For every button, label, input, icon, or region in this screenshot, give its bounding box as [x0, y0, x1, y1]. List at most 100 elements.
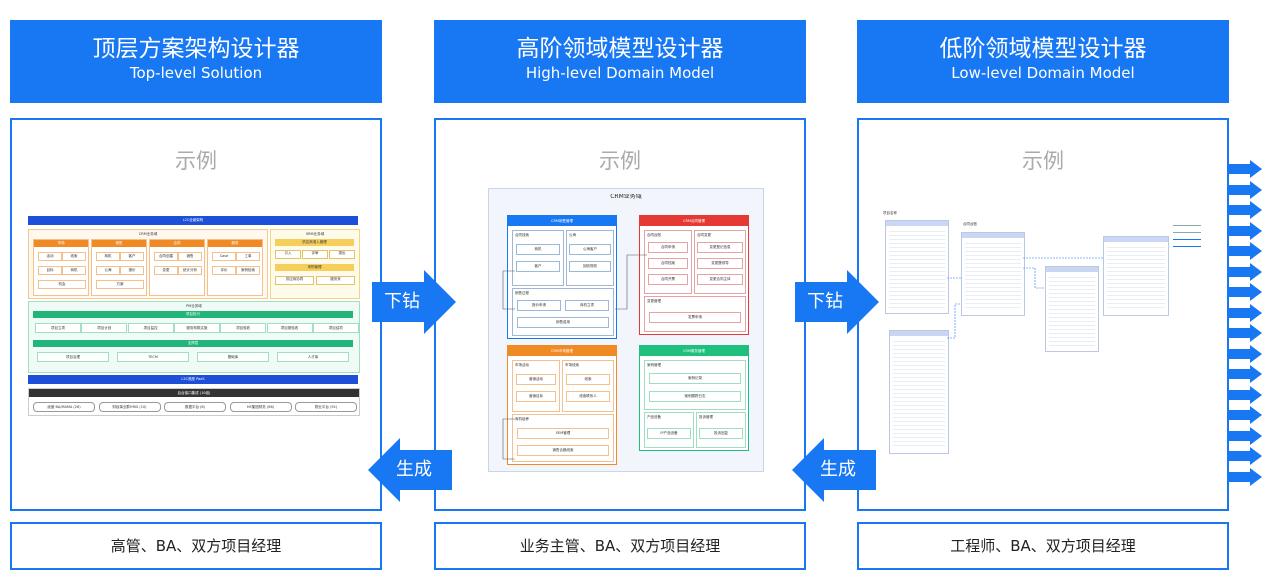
infra-item: 数据平台 (8): [164, 402, 226, 412]
sales-item-1: 公海客户: [569, 244, 611, 255]
pm-area: PM业务域 项目执行 项目立项项目计划项目监控服务构筑实施项目验收项目报验收项目…: [28, 301, 360, 373]
example-label: 示例: [175, 149, 217, 173]
header-title-en: Top-level Solution: [129, 64, 263, 82]
crm-box-0: 市场活动线索目标商机机会: [33, 239, 89, 296]
right-chevron-stack: [1228, 160, 1264, 490]
contract-item3: 发票申请: [649, 312, 741, 323]
drill-down-label: 下钻: [807, 291, 843, 312]
chevron-arrow-icon: [1228, 406, 1262, 424]
service-title: CRM服务管理: [640, 346, 748, 356]
crm-box-title: 合同: [150, 240, 204, 247]
crm-box-item: 统计分析: [178, 266, 202, 275]
pm-support-item: 项目治理: [37, 352, 109, 362]
header-title-en: Low-level Domain Model: [951, 64, 1135, 82]
crm-box-item: Case: [212, 252, 236, 261]
market-g2-title: 市场线索: [565, 363, 579, 367]
crm-box-item: 合同创建: [154, 252, 178, 261]
service-g2-title: 产品设备: [647, 415, 661, 419]
market-item-2: 营销目标: [516, 391, 556, 402]
infra-item: HE集团财务 (66): [229, 402, 292, 412]
crm-box-item: 活动: [38, 252, 62, 261]
contract-item: 变更登记信息: [697, 242, 743, 253]
right-arrow-icon: [795, 270, 879, 334]
srm-area: SRM业务域 供应商准入管理 引入 评审 退出 采购管理 供应商协同 服务采: [270, 229, 360, 299]
pm-bar1: 项目执行: [33, 311, 353, 318]
pm-step: 项目结项: [312, 323, 359, 333]
pm-step: 项目验收: [220, 323, 267, 333]
footer-audience-3: 工程师、BA、双方项目经理: [857, 522, 1229, 570]
crm-box-item: 公海: [96, 266, 120, 275]
market-g3-title: 商机培养: [515, 417, 529, 421]
footer-audience-2: 业务主管、BA、双方项目经理: [434, 522, 806, 570]
header-top-level: 顶层方案架构设计器 Top-level Solution: [10, 20, 382, 103]
service-g3: 投诉管理: [696, 412, 746, 448]
market-g1: 市场活动: [512, 360, 560, 412]
pm-step: 项目立项: [35, 323, 81, 333]
pm-bar2: 支撑层: [33, 340, 353, 347]
pm-support-item: 人才库: [277, 352, 349, 362]
crm-contract: CRM合同管理 合同台账 合同变更 合同申请变更登记信息合同档案变更履领导合同开…: [639, 215, 749, 335]
service-g2: 产品设备: [644, 412, 694, 448]
contract-title: CRM合同管理: [640, 216, 748, 226]
sales-item-2: 客户: [516, 261, 560, 272]
sales-item2-0: 报价申请: [517, 300, 561, 311]
contract-g3-title: 变更管理: [647, 299, 661, 303]
market-item-1: 线索: [566, 374, 610, 385]
contract-item: 合同开票: [648, 274, 688, 285]
crm-box-title: 销售: [92, 240, 146, 247]
header-title-zh: 高阶领域模型设计器: [516, 36, 724, 62]
top-level-diagram: L2C全景架构 CRM业务域 市场活动线索目标商机机会销售商机客户公海报价方案合…: [28, 216, 360, 416]
header-low-level: 低阶领域模型设计器 Low-level Domain Model: [857, 20, 1229, 103]
crm-box-item: 客户: [120, 252, 144, 261]
market-item2-0: SEM管理: [517, 428, 609, 439]
service-g1: 案例管理: [644, 360, 746, 410]
crm-box-item: 商机: [62, 266, 86, 275]
contract-g2-title: 合同变更: [697, 233, 711, 237]
chevron-arrow-icon: [1228, 426, 1262, 445]
low-level-diagram: 项目名称 合同台账: [875, 208, 1205, 458]
chevron-arrow-icon: [1228, 365, 1262, 383]
ltc-bar: L2C底座 PaaS: [28, 375, 358, 384]
market-title: CRM市场管理: [508, 346, 616, 356]
crm-box-item: 目标: [38, 266, 62, 275]
sales-item-0: 商机: [516, 244, 560, 255]
sales-g1-title: 合同线索: [515, 233, 529, 237]
chevron-arrow-icon: [1228, 160, 1262, 178]
header-high-level: 高阶领域模型设计器 High-level Domain Model: [434, 20, 806, 103]
example-label: 示例: [1022, 149, 1064, 173]
chevron-arrow-icon: [1228, 467, 1262, 486]
pm-step: 项目计划: [81, 323, 128, 333]
infra-area: 后台接口集成 (10组) 经营 BA/MAMA (26)财经事业群HRIS (1…: [28, 388, 360, 416]
contract-item: 变更履领导: [697, 258, 743, 269]
crm-service: CRM服务管理 案例管理 案例记录 案例跟踪日志 产品设备 投诉管理 IP产品设…: [639, 345, 749, 451]
market-g1-title: 市场活动: [515, 363, 529, 367]
sales-item-3: 回收规则: [569, 261, 611, 272]
right-arrow-icon: [372, 270, 456, 334]
chevron-arrow-icon: [1228, 283, 1262, 301]
crm-box-title: 服务: [208, 240, 262, 247]
crm-box-item: 案例检索: [236, 266, 260, 275]
sales-g1: 合同线索: [512, 230, 564, 286]
entity-table-4: [1103, 236, 1169, 316]
sales-item2-1: 商机立项: [565, 300, 609, 311]
generate-label: 生成: [396, 459, 432, 480]
crm-area-title: CRM业务域: [138, 232, 158, 236]
low-tab2: 合同台账: [963, 222, 977, 226]
chevron-arrow-icon: [1228, 201, 1262, 219]
chevron-arrow-icon: [1228, 221, 1262, 240]
header-title-zh: 低阶领域模型设计器: [939, 36, 1147, 62]
chevron-arrow-icon: [1228, 180, 1262, 199]
left-arrow-icon: [792, 438, 876, 502]
contract-item: 变更合同主体: [697, 274, 743, 285]
service-g1-title: 案例管理: [647, 363, 661, 367]
panel-top-level: 示例 L2C全景架构 CRM业务域 市场活动线索目标商机机会销售商机客户公海报价…: [10, 118, 382, 511]
contract-g3: 变更管理: [644, 296, 746, 332]
service-g3-title: 投诉管理: [699, 415, 713, 419]
srm-area-title: SRM业务域: [305, 232, 325, 236]
pm-support-item: TECM: [117, 352, 189, 362]
crm-box-item: 商机: [96, 252, 120, 261]
contract-g1-title: 合同台账: [647, 233, 661, 237]
drill-down-arrow-2: 下钻: [795, 270, 879, 334]
contract-g2: 合同变更: [694, 230, 746, 294]
srm-row1-0: 引入: [275, 250, 301, 259]
